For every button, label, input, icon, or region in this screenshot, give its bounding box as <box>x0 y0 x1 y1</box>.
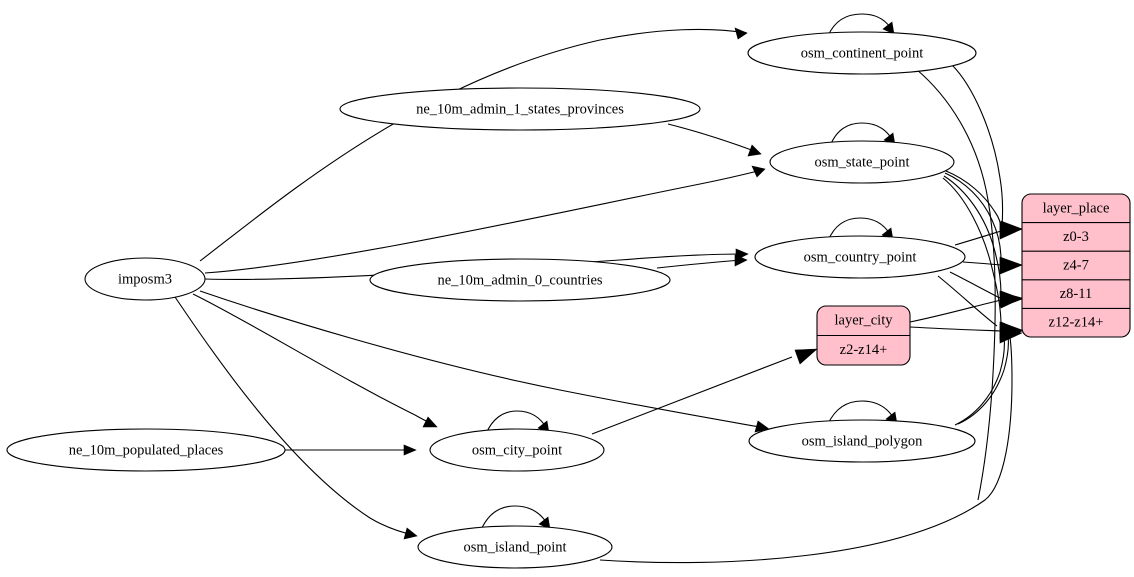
node-osm-country-point[interactable]: osm_country_point <box>754 235 966 279</box>
edge-osm-city-point-to-layer-city <box>591 348 818 435</box>
node-osm-state-point[interactable]: osm_state_point <box>769 140 955 184</box>
edge-osm-island-polygon-to-layer-place-z12-z14 <box>954 326 1023 426</box>
node-osm-city-point[interactable]: osm_city_point <box>429 428 605 472</box>
node-ne-10m-populated-places[interactable]: ne_10m_populated_places <box>6 428 286 472</box>
edge-ne-admin0-to-osm-country-point <box>656 254 748 269</box>
edge-osm-country-point-to-layer-place-z4-7 <box>962 257 1023 275</box>
edge-osm-island-point-to-layer-place-z12-z14 <box>599 336 1013 564</box>
edge-self-osm-continent-point <box>827 13 895 37</box>
node-osm-island-point[interactable]: osm_island_point <box>417 525 613 569</box>
edge-imposm3-to-osm-island-polygon <box>199 290 770 433</box>
edge-imposm3-to-osm-continent-point <box>199 27 748 262</box>
node-osm-island-polygon[interactable]: osm_island_polygon <box>748 419 976 463</box>
edge-imposm3-to-osm-island-point <box>174 296 418 540</box>
record-layer: layer_place z0-3 z4-7 z8-11 z12-z14+ lay… <box>816 193 1131 366</box>
edge-layer-city-to-layer-place-z8-11 <box>909 291 1023 323</box>
edge-osm-continent-point-long-route <box>915 68 996 501</box>
node-ne-10m-admin-0-countries[interactable]: ne_10m_admin_0_countries <box>369 258 671 302</box>
record-node-layer-place[interactable]: layer_place z0-3 z4-7 z8-11 z12-z14+ <box>1021 193 1131 338</box>
edge-ne-admin1-to-osm-state-point <box>667 123 762 157</box>
node-imposm3[interactable]: imposm3 <box>84 257 206 301</box>
edge-osm-country-point-to-layer-place-z0-3 <box>954 222 1023 246</box>
edge-ne-populated-places-to-osm-city-point <box>285 444 417 456</box>
node-osm-continent-point[interactable]: osm_continent_point <box>747 31 977 75</box>
record-node-layer-city[interactable]: layer_city z2-z14+ <box>816 305 911 366</box>
edge-imposm3-to-osm-city-point <box>192 293 438 428</box>
edge-imposm3-to-osm-state-point <box>204 165 766 274</box>
node-layer: imposm3 ne_10m_admin_1_states_provinces … <box>6 31 977 569</box>
node-ne-10m-admin-1-states-provinces[interactable]: ne_10m_admin_1_states_provinces <box>339 87 701 131</box>
